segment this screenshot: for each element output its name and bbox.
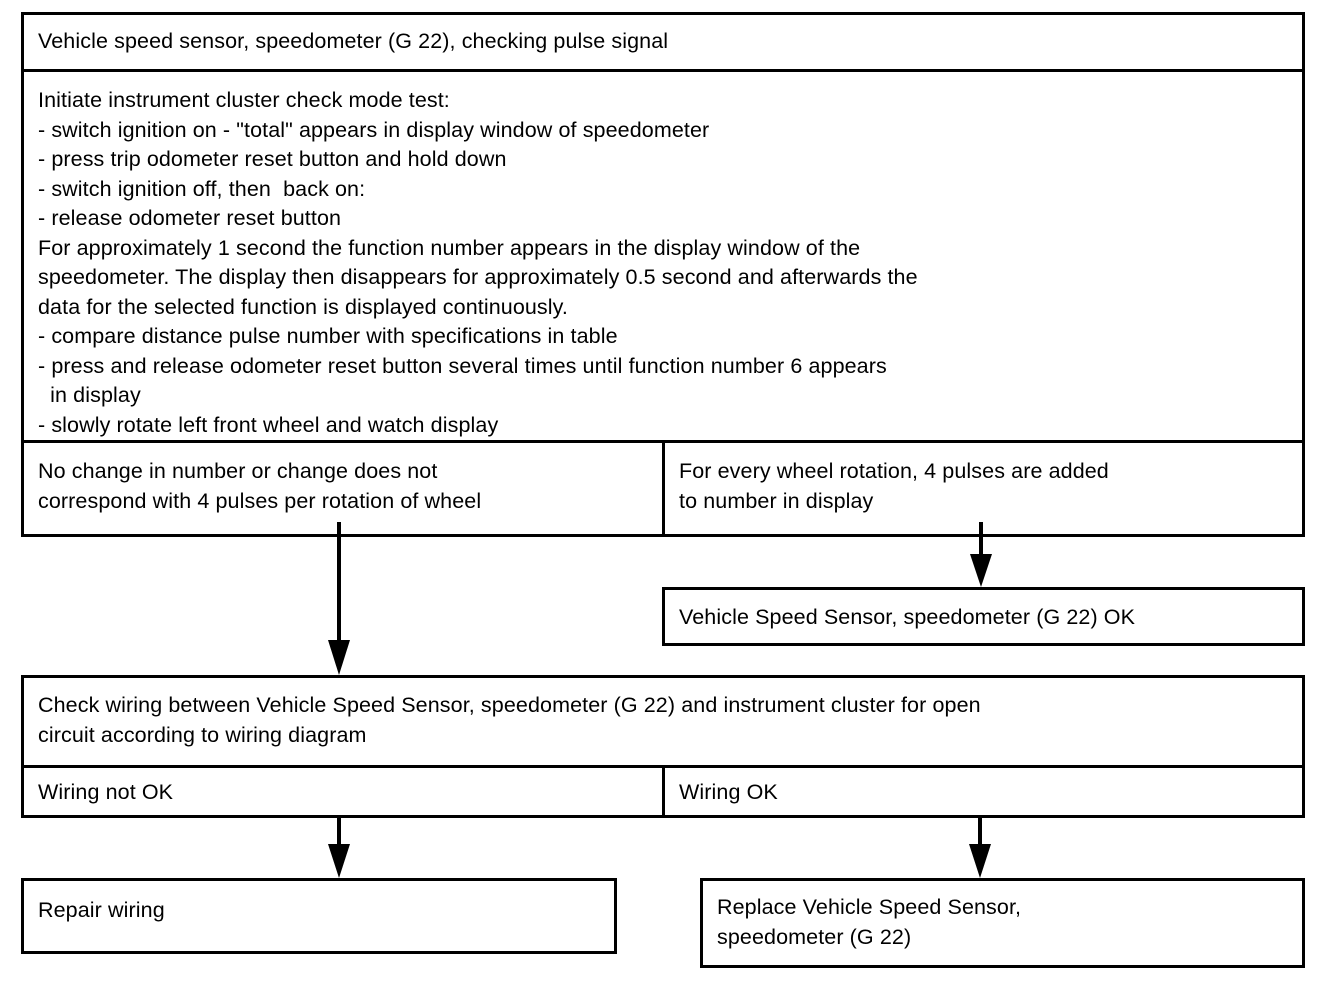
title-text: Vehicle speed sensor, speedometer (G 22)… xyxy=(38,29,669,53)
arrow-branch-fail-to-check-wiring xyxy=(325,522,355,677)
arrow-wiring-ok-to-replace xyxy=(966,818,996,880)
wiring-ok-text: Wiring OK xyxy=(679,780,778,804)
branch-pass-text: For every wheel rotation, 4 pulses are a… xyxy=(679,459,1109,513)
repair-wiring-text: Repair wiring xyxy=(38,898,165,922)
flowchart-node-wiring-ok: Wiring OK xyxy=(665,768,1308,818)
procedure-text: Initiate instrument cluster check mode t… xyxy=(38,88,918,437)
flowchart-node-repair-wiring: Repair wiring xyxy=(21,878,617,954)
flowchart-node-title: Vehicle speed sensor, speedometer (G 22)… xyxy=(24,15,1302,72)
flowchart-node-wiring-not-ok: Wiring not OK xyxy=(24,768,665,818)
sensor-ok-text: Vehicle Speed Sensor, speedometer (G 22)… xyxy=(679,605,1136,629)
flowchart-node-check-wiring: Check wiring between Vehicle Speed Senso… xyxy=(24,678,1302,768)
flowchart-node-sensor-ok: Vehicle Speed Sensor, speedometer (G 22)… xyxy=(662,587,1305,646)
flowchart-node-replace-sensor: Replace Vehicle Speed Sensor, speedomete… xyxy=(700,878,1305,968)
flowchart-node-branch-fail: No change in number or change does not c… xyxy=(24,443,665,537)
wiring-not-ok-text: Wiring not OK xyxy=(38,780,174,804)
arrow-branch-pass-to-sensor-ok xyxy=(966,522,996,588)
top-section-table: Vehicle speed sensor, speedometer (G 22)… xyxy=(21,12,1305,537)
check-wiring-text: Check wiring between Vehicle Speed Senso… xyxy=(38,693,981,747)
flowchart-node-procedure: Initiate instrument cluster check mode t… xyxy=(24,72,1302,443)
flowchart-node-branch-pass: For every wheel rotation, 4 pulses are a… xyxy=(665,443,1308,537)
arrow-wiring-not-ok-to-repair xyxy=(325,818,355,880)
branch-fail-text: No change in number or change does not c… xyxy=(38,459,482,513)
replace-sensor-text: Replace Vehicle Speed Sensor, speedomete… xyxy=(717,895,1022,949)
wiring-section-table: Check wiring between Vehicle Speed Senso… xyxy=(21,675,1305,818)
